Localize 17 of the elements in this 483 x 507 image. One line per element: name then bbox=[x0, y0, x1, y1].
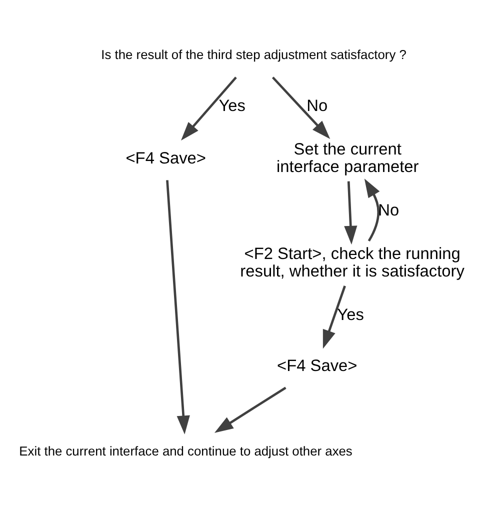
node-text: <F2 Start>, check the running result, whether it is satisfactory bbox=[240, 244, 464, 280]
arrow bbox=[272, 76, 330, 138]
arrow bbox=[364, 178, 380, 242]
arrow bbox=[166, 180, 190, 434]
node-text: Exit the current interface and continue to adjust other axes bbox=[19, 442, 352, 458]
node-text: Set the current interface parameter bbox=[276, 140, 419, 176]
edge-label: No bbox=[306, 96, 328, 115]
edge-label: Yes bbox=[218, 96, 246, 115]
edge-label: Yes bbox=[337, 305, 364, 324]
node-text: Is the result of the third step adjustment satisfactory ? bbox=[101, 46, 406, 62]
arrow bbox=[322, 285, 346, 348]
node-text: <F4 Save> bbox=[277, 356, 358, 374]
arrow bbox=[214, 386, 286, 432]
arrow bbox=[344, 180, 358, 244]
arrow bbox=[181, 76, 237, 140]
edge-label: No bbox=[378, 201, 400, 220]
node-text: <F4 Save> bbox=[126, 148, 206, 167]
